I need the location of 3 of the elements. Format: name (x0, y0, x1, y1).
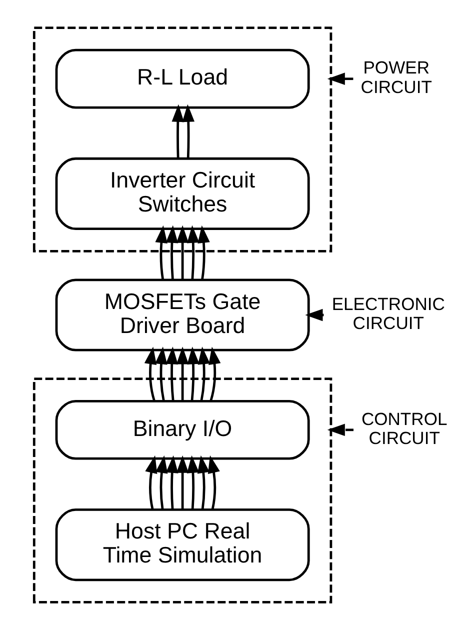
node-text: CONTROL CIRCUIT (361, 408, 448, 448)
node-text: POWER CIRCUIT (360, 58, 432, 97)
node-text: ELECTRONIC CIRCUIT (332, 294, 445, 334)
